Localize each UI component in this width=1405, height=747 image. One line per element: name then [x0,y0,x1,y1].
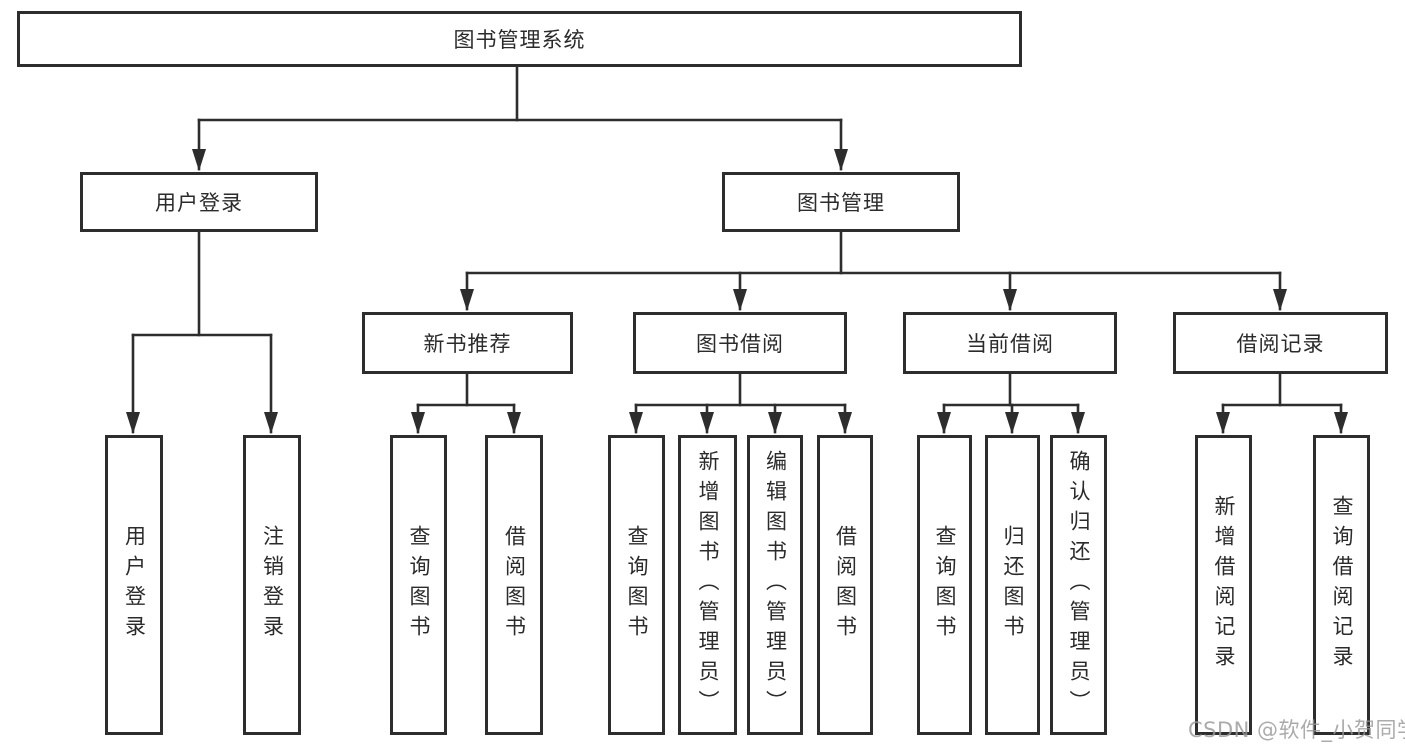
node-root-library-system: 图书管理系统 [17,11,1022,67]
leaf-query-book-2: 查询图书 [608,435,665,735]
leaf-add-book-admin-label: 新增图书（管理员） [696,450,720,720]
node-current-borrow: 当前借阅 [903,312,1117,374]
leaf-add-borrow-record-label: 新增借阅记录 [1212,495,1236,675]
leaf-logout-label: 注销登录 [260,525,285,645]
node-book-borrow: 图书借阅 [633,312,847,374]
leaf-query-book-1-label: 查询图书 [407,525,431,645]
node-new-book-recommend: 新书推荐 [362,312,573,374]
leaf-add-book-admin: 新增图书（管理员） [678,435,737,735]
node-book-borrow-label: 图书借阅 [696,332,784,356]
leaf-return-book-label: 归还图书 [1001,525,1025,645]
leaf-confirm-return-admin-label: 确认归还（管理员） [1067,450,1091,720]
leaf-user-login: 用户登录 [105,435,163,735]
leaf-add-borrow-record: 新增借阅记录 [1195,435,1252,735]
leaf-borrow-book-2: 借阅图书 [817,435,873,735]
leaf-query-book-2-label: 查询图书 [625,525,649,645]
leaf-user-login-label: 用户登录 [122,525,147,645]
leaf-query-borrow-record-label: 查询借阅记录 [1330,495,1354,675]
leaf-edit-book-admin-label: 编辑图书（管理员） [763,450,788,720]
leaf-query-borrow-record: 查询借阅记录 [1313,435,1370,735]
leaf-query-book-3-label: 查询图书 [933,525,957,645]
leaf-edit-book-admin: 编辑图书（管理员） [747,435,803,735]
node-current-borrow-label: 当前借阅 [966,332,1054,356]
leaf-query-book-1: 查询图书 [390,435,447,735]
node-borrow-record-label: 借阅记录 [1236,332,1325,356]
node-user-login: 用户登录 [80,172,318,232]
leaf-borrow-book-1: 借阅图书 [485,435,543,735]
node-borrow-record: 借阅记录 [1173,312,1388,374]
node-new-book-recommend-label: 新书推荐 [423,332,512,356]
leaf-confirm-return-admin: 确认归还（管理员） [1050,435,1107,735]
leaf-query-book-3: 查询图书 [917,435,972,735]
node-user-login-label: 用户登录 [155,191,243,215]
leaf-logout: 注销登录 [243,435,301,735]
csdn-watermark: CSDN @软件_小贺同学 [1188,718,1405,742]
node-book-management: 图书管理 [722,172,960,232]
leaf-borrow-book-2-label: 借阅图书 [833,525,858,645]
node-root-label: 图书管理系统 [453,28,586,52]
leaf-borrow-book-1-label: 借阅图书 [502,525,527,645]
leaf-return-book: 归还图书 [985,435,1040,735]
node-book-management-label: 图书管理 [797,191,885,215]
